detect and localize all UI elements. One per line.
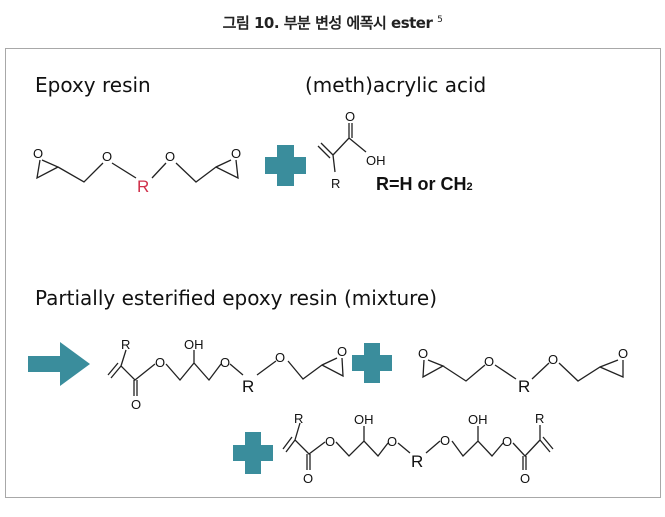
atom-o: O [325, 434, 335, 449]
plus-icon [352, 343, 392, 383]
atom-o: O [440, 433, 450, 448]
diester-structure: R O O OH O R O OH O O R [282, 411, 554, 486]
figure-title: 그림 10. 부분 변성 에폭시 ester 5 [0, 12, 665, 33]
plus-icon [265, 145, 306, 186]
atom-o: O [231, 146, 241, 161]
atom-o: O [418, 346, 428, 361]
atom-o: O [220, 355, 230, 370]
atom-oh: OH [354, 412, 374, 427]
atom-r: R [121, 337, 130, 352]
atom-o: O [484, 354, 494, 369]
atom-r: R [518, 377, 530, 396]
product-label: Partially esterified epoxy resin (mixtur… [35, 286, 437, 310]
atom-r: R [411, 452, 423, 471]
atom-o: O [548, 352, 558, 367]
atom-r: R [331, 176, 340, 191]
unreacted-epoxy-structure: O O R O O [418, 346, 628, 396]
figure-title-text: 그림 10. 부분 변성 에폭시 ester [222, 14, 433, 32]
atom-oh: OH [184, 337, 204, 352]
atom-o: O [303, 471, 313, 486]
atom-o: O [165, 149, 175, 164]
atom-o: O [337, 344, 347, 359]
atom-o: O [33, 146, 43, 161]
acrylic-acid-structure: O OH R R=H or CH2 [317, 109, 473, 194]
acrylic-acid-label: (meth)acrylic acid [305, 73, 486, 97]
atom-o: O [155, 355, 165, 370]
atom-o: O [502, 434, 512, 449]
epoxy-resin-structure: O O R O O [33, 146, 241, 196]
reference-superscript: 5 [437, 15, 443, 25]
r-definition: R=H or CH2 [376, 174, 473, 194]
mono-ester-structure: R O O OH O R O O [107, 337, 347, 412]
atom-o: O [345, 109, 355, 124]
atom-o: O [618, 346, 628, 361]
atom-r: R [535, 411, 544, 426]
atom-r: R [294, 411, 303, 426]
arrow-icon [28, 342, 90, 386]
diagram-frame [5, 48, 661, 498]
epoxy-resin-label: Epoxy resin [35, 73, 151, 97]
plus-icon [233, 432, 273, 474]
atom-oh: OH [468, 412, 488, 427]
atom-o: O [131, 397, 141, 412]
atom-o: O [387, 434, 397, 449]
atom-r-highlight: R [137, 177, 149, 196]
atom-r: R [242, 377, 254, 396]
atom-o: O [102, 149, 112, 164]
atom-o: O [275, 350, 285, 365]
atom-oh: OH [366, 153, 386, 168]
atom-o: O [520, 471, 530, 486]
